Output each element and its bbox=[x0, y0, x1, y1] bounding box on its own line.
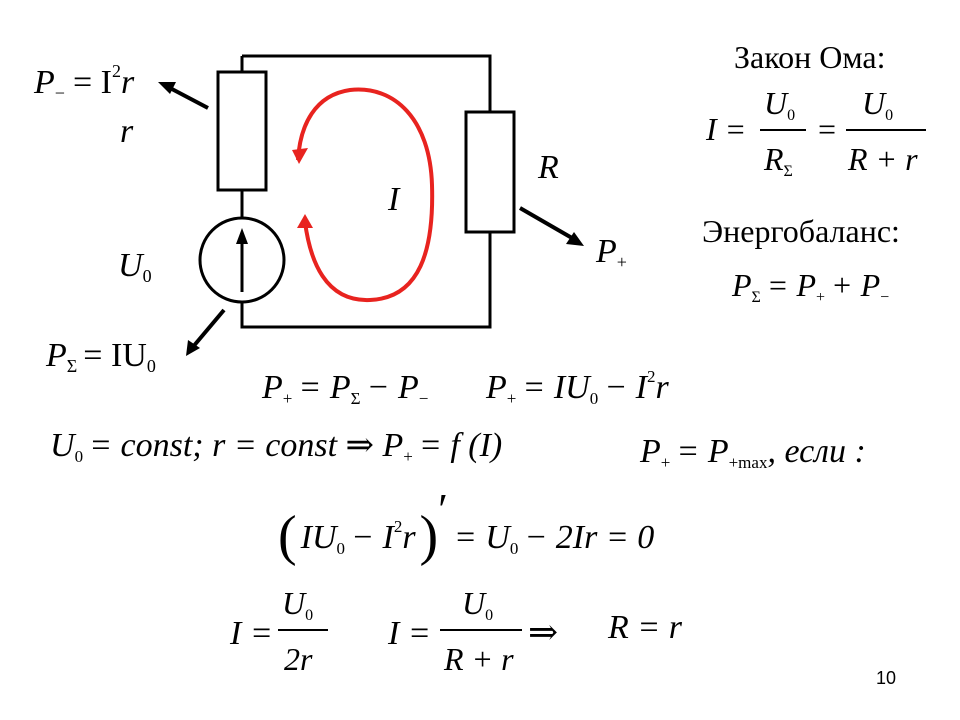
svg-text:=: = bbox=[818, 111, 836, 147]
formula-max-condition: P+= P+max, если : bbox=[639, 433, 866, 472]
arrow-to-pminus bbox=[169, 86, 209, 110]
svg-text:U0: U0 bbox=[862, 85, 893, 124]
current-loop-path bbox=[296, 87, 435, 303]
svg-text:2r: 2r bbox=[284, 641, 313, 677]
source-arrow-head bbox=[236, 228, 248, 244]
formula-const-condition: U0= const; r = const ⇒ P+= f (I) bbox=[50, 427, 502, 466]
svg-text:RΣ: RΣ bbox=[763, 141, 793, 180]
pointer-arrows bbox=[158, 82, 584, 356]
arrow-to-psum-head bbox=[186, 340, 200, 356]
svg-text:I =: I = bbox=[229, 615, 273, 652]
svg-text:R + r: R + r bbox=[443, 641, 514, 677]
label-pminus: P−= I2r bbox=[33, 61, 135, 103]
svg-text:I =: I = bbox=[387, 615, 431, 652]
current-loop-arrowhead-1 bbox=[292, 148, 308, 164]
ohm-law-formula: I = U0 RΣ = U0 R + r bbox=[705, 85, 926, 180]
wire-right-bottom bbox=[240, 232, 492, 329]
svg-text:I =: I = bbox=[705, 111, 746, 147]
internal-resistor bbox=[216, 70, 268, 192]
svg-text:⇒: ⇒ bbox=[528, 612, 558, 652]
label-current-I: I bbox=[387, 181, 401, 218]
svg-text:U0: U0 bbox=[282, 585, 313, 624]
current-loop-arrowhead-2 bbox=[297, 214, 313, 228]
load-resistor bbox=[464, 110, 516, 234]
arrow-to-pminus-head bbox=[158, 82, 176, 94]
formula-pplus-balance: P+= PΣ− P− bbox=[261, 369, 428, 408]
circuit-diagram bbox=[198, 54, 516, 329]
ohm-law-title: Закон Ома: bbox=[734, 39, 886, 75]
formula-result-1: I = U0 2r bbox=[229, 585, 328, 677]
current-loop bbox=[296, 87, 435, 303]
label-pplus: P+ bbox=[595, 233, 627, 272]
page-number: 10 bbox=[876, 668, 896, 688]
svg-text:U0: U0 bbox=[764, 85, 795, 124]
formula-result-2: I = U0 R + r ⇒ bbox=[387, 585, 558, 677]
formula-result-3: R = r bbox=[607, 609, 683, 646]
formula-pplus-expanded: P+= IU0− I2r bbox=[485, 367, 669, 408]
arrow-to-pplus bbox=[519, 206, 573, 240]
svg-text:R + r: R + r bbox=[847, 141, 918, 177]
arrow-to-pplus-head bbox=[566, 232, 584, 246]
energy-balance-title: Энергобаланс: bbox=[702, 213, 900, 249]
label-U0: U0 bbox=[118, 247, 152, 286]
formula-derivative: (IU0− I2r)′= U0− 2Ir = 0 bbox=[278, 485, 654, 567]
label-psum: PΣ= IU0 bbox=[45, 337, 156, 376]
svg-text:U0: U0 bbox=[462, 585, 493, 624]
energy-balance-formula: PΣ= P++ P− bbox=[731, 267, 889, 306]
label-load-R: R bbox=[537, 149, 559, 186]
arrow-to-psum bbox=[190, 308, 226, 350]
wire-top bbox=[242, 54, 492, 112]
label-internal-r: r bbox=[120, 113, 134, 150]
